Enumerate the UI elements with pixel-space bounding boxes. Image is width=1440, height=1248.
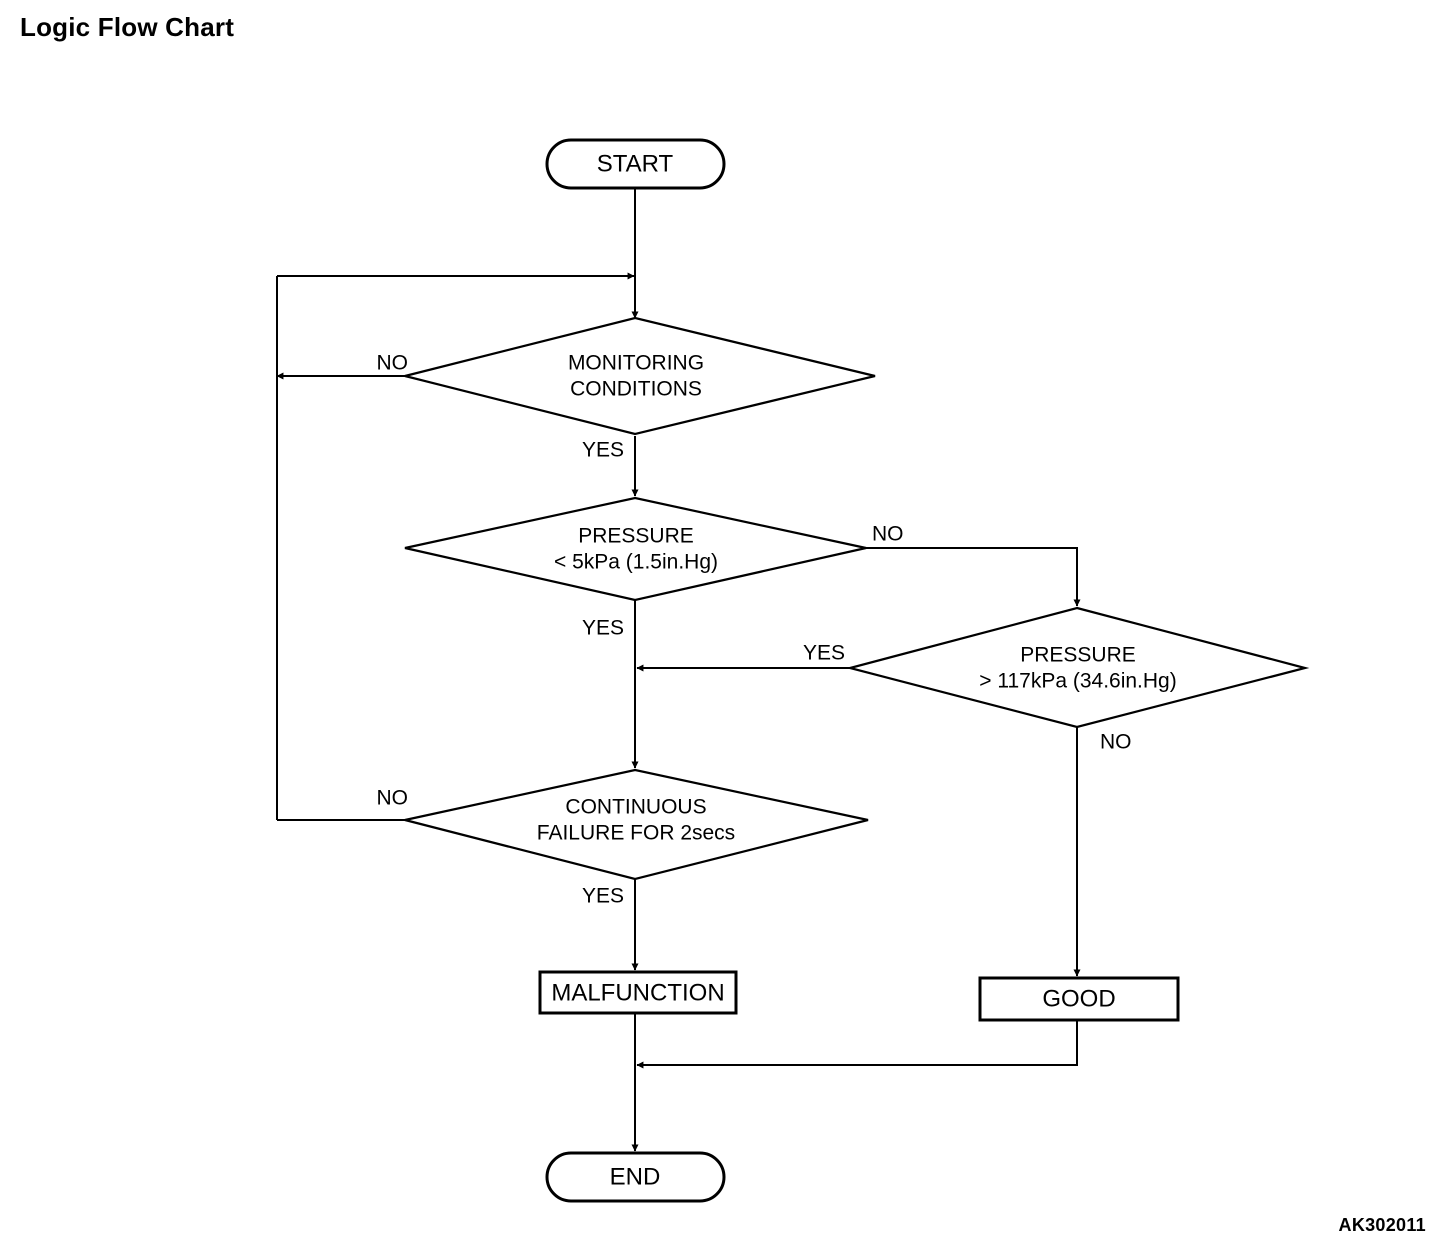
node-pressure-high-line2: > 117kPa (34.6in.Hg)	[979, 670, 1176, 693]
node-malfunction[interactable]: MALFUNCTION	[538, 970, 738, 1015]
node-pressure-low-line2: < 5kPa (1.5in.Hg)	[554, 551, 718, 574]
node-malfunction-label: MALFUNCTION	[551, 979, 724, 1006]
edge-pressure-low-no-to-pressure-high	[866, 547, 1081, 607]
node-start[interactable]: START	[545, 138, 726, 190]
node-end-label: END	[610, 1163, 661, 1190]
edge-good-to-end-spine	[636, 1020, 1078, 1069]
node-good-label: GOOD	[1042, 985, 1115, 1012]
edge-label-pressure-low-yes: YES	[582, 617, 624, 640]
edge-label-monitoring-yes: YES	[582, 439, 624, 462]
edge-label-continuous-yes: YES	[582, 885, 624, 908]
edge-label-pressure-high-no: NO	[1100, 731, 1132, 754]
edge-label-pressure-high-yes: YES	[803, 642, 845, 665]
page-title: Logic Flow Chart	[20, 12, 235, 42]
node-continuous-line2: FAILURE FOR 2secs	[537, 822, 735, 845]
node-pressure-low[interactable]: PRESSURE < 5kPa (1.5in.Hg)	[404, 496, 867, 602]
edge-label-pressure-low-no: NO	[872, 523, 904, 546]
node-start-label: START	[597, 150, 674, 177]
node-pressure-high-line1: PRESSURE	[1020, 644, 1136, 667]
node-continuous-line1: CONTINUOUS	[565, 796, 706, 819]
node-continuous-failure[interactable]: CONTINUOUS FAILURE FOR 2secs	[404, 768, 869, 881]
node-end[interactable]: END	[545, 1151, 726, 1203]
edge-label-continuous-no: NO	[377, 787, 409, 810]
node-pressure-high[interactable]: PRESSURE > 117kPa (34.6in.Hg)	[845, 606, 1310, 729]
watermark-code: AK302011	[1338, 1215, 1426, 1235]
node-pressure-low-line1: PRESSURE	[578, 525, 694, 548]
node-monitoring-line2: CONDITIONS	[570, 378, 702, 401]
node-good[interactable]: GOOD	[978, 976, 1180, 1022]
edge-label-monitoring-no: NO	[377, 352, 409, 375]
node-monitoring-line1: MONITORING	[568, 352, 704, 375]
node-monitoring-conditions[interactable]: MONITORING CONDITIONS	[404, 316, 876, 436]
